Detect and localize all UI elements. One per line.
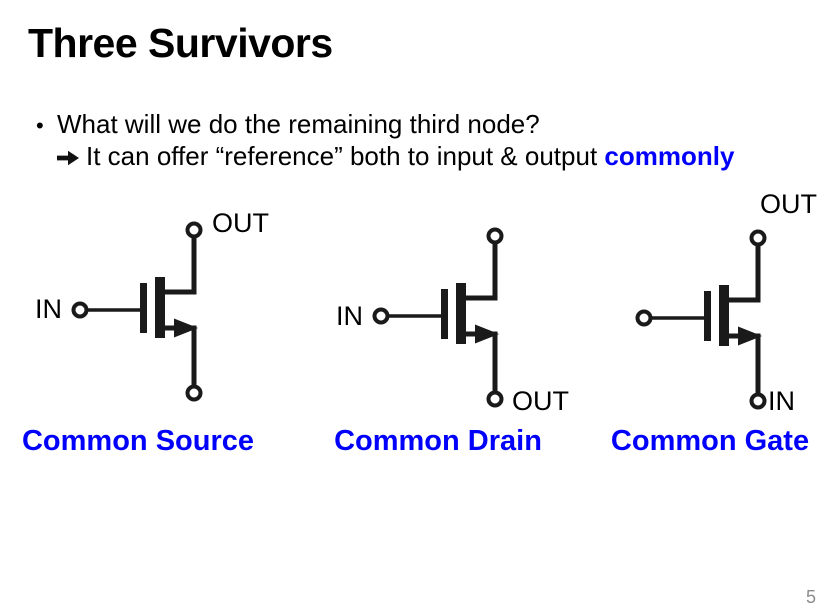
- cd-input-label: IN: [336, 301, 363, 331]
- bullet-line-1: • What will we do the remaining third nod…: [36, 109, 734, 141]
- slide-title: Three Survivors: [28, 20, 333, 66]
- bullet-highlight: commonly: [604, 141, 735, 171]
- cs-input-label: IN: [35, 294, 62, 324]
- cs-output-label: OUT: [212, 208, 269, 238]
- caption-common-gate: Common Gate: [611, 425, 809, 457]
- mosfet-common-drain: [375, 230, 502, 406]
- cg-output-label: OUT: [760, 189, 817, 219]
- bullet-line-2: It can offer “reference” both to input &…: [57, 141, 734, 171]
- bullet-line-1-text: What will we do the remaining third node…: [57, 109, 540, 139]
- bullet-line-2-text: It can offer “reference” both to input &…: [86, 141, 605, 171]
- cd-output-label: OUT: [512, 386, 569, 416]
- caption-common-source: Common Source: [22, 425, 254, 457]
- bullet-marker: •: [36, 113, 44, 138]
- mosfet-common-source: [74, 224, 201, 400]
- mosfet-common-gate: [638, 232, 765, 408]
- cg-input-label: IN: [768, 386, 795, 416]
- bullet-list: • What will we do the remaining third nod…: [36, 109, 734, 171]
- arrow-right-icon: [57, 150, 79, 166]
- page-number: 5: [806, 587, 817, 607]
- caption-common-drain: Common Drain: [334, 425, 542, 457]
